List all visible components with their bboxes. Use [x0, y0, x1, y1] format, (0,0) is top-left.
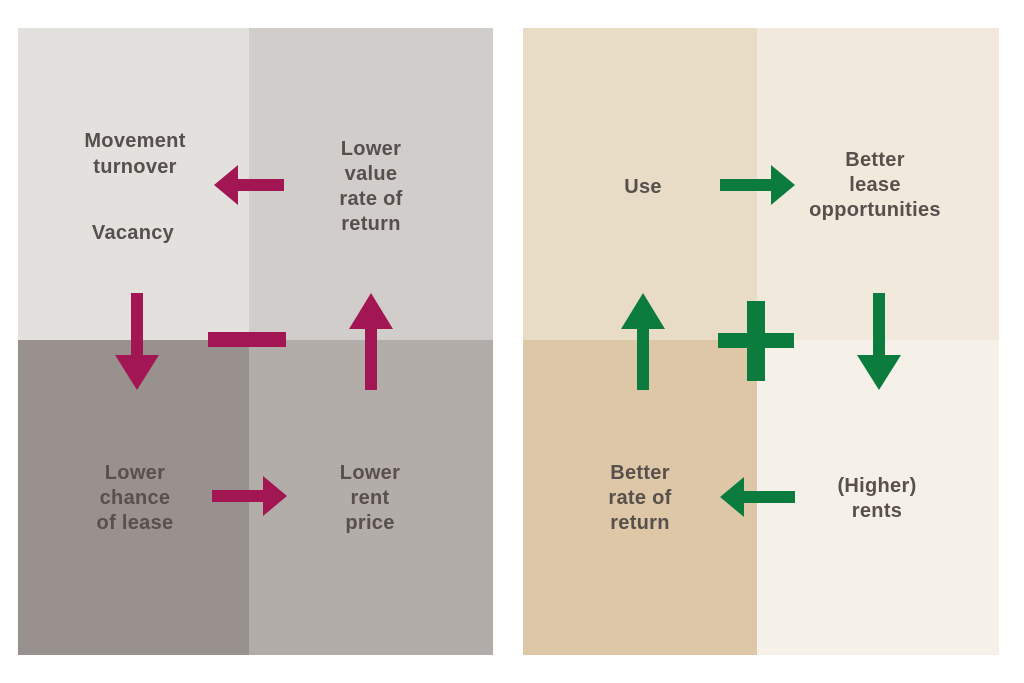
arrow-left-icon — [214, 165, 284, 205]
vacancy-label: Vacancy — [91, 222, 175, 244]
arrow-right-icon — [720, 165, 795, 205]
arrow-down-icon — [115, 293, 159, 390]
lower-value-rate-of-return-label: Lower value rate of return — [339, 138, 403, 235]
arrow-left-icon — [720, 477, 795, 517]
quadrant-better-lease-opportunities — [757, 28, 999, 340]
movement-turnover-label: Movement turnover — [84, 130, 186, 178]
quadrant-use — [523, 28, 757, 340]
use-label: Use — [624, 176, 662, 198]
quadrant-movement-turnover — [18, 28, 249, 340]
lower-chance-of-lease-label: Lower chance of lease — [96, 462, 174, 534]
quadrant-lower-rent-price — [249, 340, 493, 655]
quadrant-higher-rents — [757, 340, 999, 655]
minus-icon — [208, 332, 286, 347]
negative-cycle-panel: Movement turnover Vacancy Lower value ra… — [18, 28, 493, 655]
better-rate-of-return-label: Better rate of return — [608, 462, 672, 534]
arrow-right-icon — [212, 476, 287, 516]
lower-rent-price-label: Lower rent price — [339, 462, 401, 534]
better-lease-opportunities-label: Better lease opportunities — [809, 149, 941, 221]
quadrant-lower-chance-of-lease — [18, 340, 249, 655]
arrow-up-icon — [621, 293, 665, 390]
quadrant-better-rate-of-return — [523, 340, 757, 655]
arrow-down-icon — [857, 293, 901, 390]
arrow-up-icon — [349, 293, 393, 390]
quadrant-lower-value-rate-of-return — [249, 28, 493, 340]
plus-icon — [718, 301, 794, 381]
higher-rents-label: (Higher) rents — [837, 475, 917, 522]
positive-cycle-panel: Use Better lease opportunities Better ra… — [523, 28, 999, 655]
